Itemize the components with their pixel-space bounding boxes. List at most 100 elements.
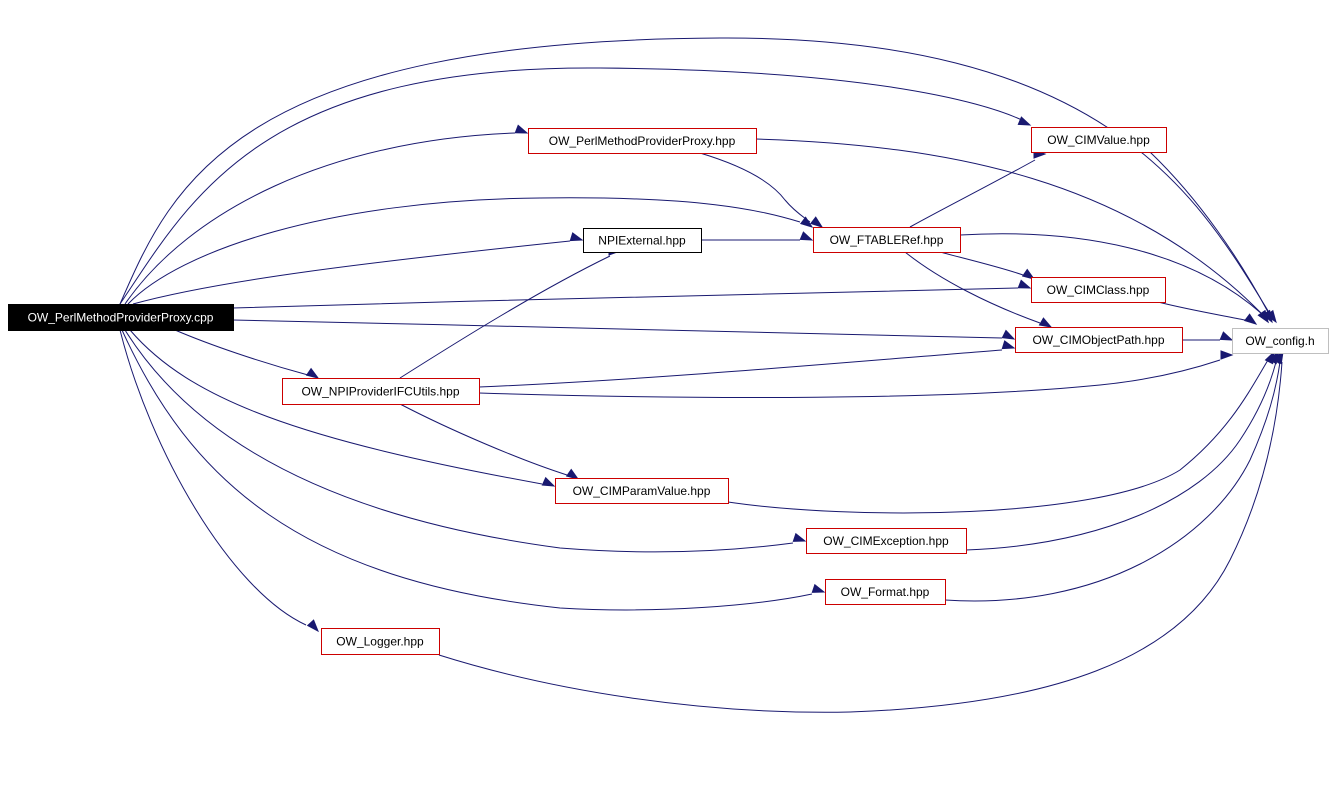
node-label: OW_NPIProviderIFCUtils.hpp	[301, 385, 459, 399]
arrowhead-icon	[811, 583, 826, 593]
edge-npie-to-ftab	[701, 231, 814, 241]
node-ftab[interactable]: OW_FTABLERef.hpp	[813, 227, 961, 253]
arrowhead-icon	[1219, 331, 1234, 341]
edge-npiu-to-npie	[399, 246, 622, 379]
node-log[interactable]: OW_Logger.hpp	[321, 628, 440, 655]
arrowhead-icon	[1243, 313, 1258, 325]
node-cfg[interactable]: OW_config.h	[1232, 328, 1329, 354]
arrowhead-icon	[305, 367, 320, 379]
edge-line	[478, 349, 1003, 388]
edge-root-to-cimpv	[129, 329, 556, 487]
node-root: OW_PerlMethodProviderProxy.cpp	[8, 304, 234, 331]
arrowhead-icon	[799, 231, 814, 241]
node-cimex[interactable]: OW_CIMException.hpp	[806, 528, 967, 554]
node-label: OW_CIMClass.hpp	[1047, 283, 1150, 297]
arrowhead-icon	[569, 232, 584, 242]
node-npiu[interactable]: OW_NPIProviderIFCUtils.hpp	[282, 378, 480, 405]
node-box	[555, 478, 729, 504]
edge-line	[399, 255, 611, 379]
edge-ftab-to-cimc	[939, 251, 1036, 280]
edge-line	[174, 329, 309, 376]
edge-line	[909, 159, 1036, 228]
node-label: OW_Logger.hpp	[336, 635, 424, 649]
node-cimop[interactable]: OW_CIMObjectPath.hpp	[1015, 327, 1183, 353]
arrowhead-icon	[1273, 350, 1284, 365]
node-label: OW_CIMException.hpp	[823, 534, 949, 548]
node-label: OW_CIMParamValue.hpp	[573, 484, 711, 498]
node-cimc[interactable]: OW_CIMClass.hpp	[1031, 277, 1166, 303]
node-label: OW_CIMValue.hpp	[1047, 133, 1150, 147]
edge-line	[124, 329, 794, 553]
arrowhead-icon	[810, 216, 824, 228]
node-box	[1232, 328, 1329, 354]
node-ppx[interactable]: OW_PerlMethodProviderProxy.hpp	[528, 128, 757, 154]
edge-cimex-to-cfg	[965, 350, 1279, 551]
edge-root-to-log	[119, 329, 319, 633]
edge-line	[121, 329, 813, 611]
arrowhead-icon	[792, 532, 807, 542]
arrowhead-icon	[541, 476, 556, 487]
node-box	[321, 628, 440, 655]
edge-root-to-npiu	[174, 329, 320, 379]
edge-line	[127, 197, 801, 305]
edge-line	[438, 361, 1283, 713]
node-label: OW_config.h	[1245, 334, 1314, 348]
node-box	[1031, 127, 1167, 153]
edge-line	[478, 359, 1221, 399]
edge-fmt-to-cfg	[944, 350, 1283, 602]
node-label: NPIExternal.hpp	[598, 234, 686, 248]
edge-root-to-cimop	[232, 319, 1016, 340]
edge-line	[944, 361, 1281, 602]
edge-root-to-cimc	[232, 279, 1032, 309]
node-box	[1015, 327, 1183, 353]
node-box	[528, 128, 757, 154]
edge-npiu-to-cfg	[478, 350, 1234, 399]
edge-root-to-ftab	[127, 197, 814, 305]
node-label: OW_CIMObjectPath.hpp	[1032, 333, 1164, 347]
node-box	[1031, 277, 1166, 303]
edge-line	[119, 67, 1025, 305]
node-cimpv[interactable]: OW_CIMParamValue.hpp	[555, 478, 729, 504]
edge-ftab-to-cimop	[904, 251, 1053, 328]
edge-cimop-to-cfg	[1182, 331, 1234, 341]
edge-line	[727, 359, 1269, 514]
arrowhead-icon	[306, 619, 319, 633]
edge-cimc-to-cfg	[1157, 301, 1258, 325]
edge-root-to-cimv	[119, 67, 1032, 305]
node-box	[282, 378, 480, 405]
edge-root-to-cimex	[124, 329, 807, 553]
edge-line	[399, 403, 568, 476]
edge-ftab-to-cimv	[909, 149, 1047, 228]
arrowhead-icon	[1038, 317, 1053, 328]
arrowhead-icon	[1017, 116, 1032, 126]
edge-line	[1157, 301, 1246, 321]
graph-nodes: OW_PerlMethodProviderProxy.cpp OW_PerlMet…	[8, 127, 1329, 655]
edge-line	[124, 132, 516, 305]
edge-line	[1149, 151, 1269, 313]
edge-cimpv-to-cfg	[727, 350, 1275, 514]
node-cimv[interactable]: OW_CIMValue.hpp	[1031, 127, 1167, 153]
graph-edges	[119, 37, 1284, 713]
edge-line	[132, 240, 571, 305]
node-box	[583, 228, 702, 253]
node-npie[interactable]: NPIExternal.hpp	[583, 228, 702, 253]
edge-line	[129, 329, 543, 485]
node-fmt[interactable]: OW_Format.hpp	[825, 579, 946, 605]
edge-cimv-to-cfg	[1149, 151, 1273, 324]
arrowhead-icon	[1021, 268, 1036, 280]
edge-line	[755, 138, 1263, 315]
edge-line	[939, 251, 1024, 276]
edge-root-to-npie	[132, 232, 584, 305]
edge-ppx-to-ftab	[699, 152, 824, 228]
arrowhead-icon	[1001, 340, 1016, 350]
node-box	[813, 227, 961, 253]
node-box	[8, 304, 234, 331]
arrowhead-icon	[1017, 279, 1032, 289]
node-label: OW_PerlMethodProviderProxy.hpp	[549, 134, 736, 148]
arrowhead-icon	[565, 468, 580, 480]
arrowhead-icon	[1261, 309, 1273, 324]
arrowhead-icon	[1001, 329, 1016, 340]
arrowhead-icon	[514, 124, 529, 134]
node-label: OW_FTABLERef.hpp	[830, 233, 944, 247]
